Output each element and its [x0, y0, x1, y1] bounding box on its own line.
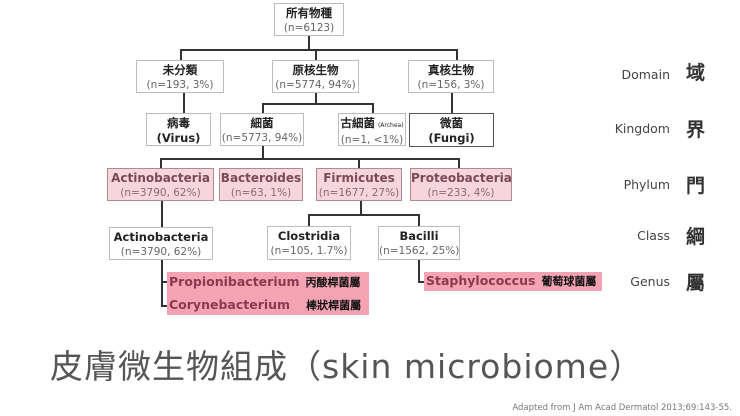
- node-prokaryote: 原核生物 (n=5774, 94%): [272, 60, 359, 93]
- connector-kingdom-archea: [372, 103, 374, 113]
- node-count: (n=63, 1%): [230, 187, 292, 199]
- rank-class-zh: 綱: [686, 226, 706, 248]
- rank-genus-zh: 屬: [686, 272, 706, 294]
- connector-domain-1: [180, 49, 182, 60]
- node-title: Actinobacteria: [113, 230, 209, 244]
- node-bacteria: 細菌 (n=5773, 94%): [220, 113, 304, 146]
- connector-phylum-1: [160, 158, 162, 168]
- connector-genus-coryne: [161, 305, 168, 307]
- node-title: 原核生物: [292, 63, 339, 77]
- connector-class-clostridia: [308, 214, 310, 226]
- node-class-bacilli: Bacilli (n=1562, 25%): [378, 226, 460, 260]
- connector-domain-2: [315, 49, 317, 60]
- genus-group-bacilli: Staphylococcus 葡萄球菌屬: [424, 272, 602, 291]
- node-title: Clostridia: [277, 229, 341, 243]
- node-unclassified: 未分類 (n=193, 3%): [136, 60, 224, 93]
- connector-prokaryote: [315, 93, 317, 104]
- node-title: Firmicutes: [323, 171, 395, 185]
- citation: Adapted from J Am Acad Dermatol 2013;69:…: [512, 403, 732, 413]
- node-note: (Archea): [377, 122, 404, 129]
- node-count: (n=3790, 62%): [120, 187, 201, 199]
- connector-firmicutes-down: [360, 201, 362, 215]
- genus-staphylococcus: Staphylococcus 葡萄球菌屬: [426, 273, 596, 289]
- connector-genus-staph: [418, 281, 425, 283]
- node-title: 病毒: [167, 116, 190, 130]
- node-phylum-actinobacteria: Actinobacteria (n=3790, 62%): [107, 168, 214, 201]
- node-eukaryote: 真核生物 (n=156, 3%): [408, 60, 494, 93]
- genus-name: Corynebacterium: [169, 297, 291, 312]
- node-class-actinobacteria: Actinobacteria (n=3790, 62%): [109, 227, 213, 260]
- genus-name: Propionibacterium: [169, 274, 300, 289]
- node-phylum-proteobacteria: Proteobacteria (n=233, 4%): [410, 168, 512, 201]
- node-title: Proteobacteria: [411, 171, 512, 185]
- connector-domain-3: [456, 49, 458, 60]
- node-count: (n=156, 3%): [417, 79, 485, 91]
- genus-name-zh: 丙酸桿菌屬: [305, 276, 361, 289]
- connector-actino-class: [161, 201, 163, 228]
- connector-phylum-4: [458, 158, 460, 168]
- node-title: Bacilli: [399, 229, 439, 243]
- connector-class-bacilli: [418, 214, 420, 226]
- node-title: Bacteroides: [220, 171, 302, 185]
- rank-phylum-zh: 門: [686, 175, 706, 197]
- node-count: (n=5774, 94%): [275, 79, 356, 91]
- node-phylum-bacteroides: Bacteroides (n=63, 1%): [219, 168, 303, 201]
- node-virus: 病毒 (Virus): [146, 113, 211, 146]
- node-title: 細菌: [250, 116, 274, 130]
- node-count: (n=193, 3%): [146, 79, 214, 91]
- slide-title: 皮膚微生物組成（skin microbiome）: [50, 347, 644, 386]
- rank-phylum: Phylum: [623, 177, 670, 192]
- node-count: (n=3790, 62%): [120, 246, 202, 258]
- connector-bacteria-down: [262, 146, 264, 159]
- genus-name-zh: 葡萄球菌屬: [541, 275, 597, 288]
- connector-kingdom-bacteria: [262, 103, 264, 113]
- node-fungi: 微菌 (Fungi): [409, 113, 494, 147]
- node-all-species: 所有物種 (n=6123): [274, 3, 344, 36]
- connector-root: [308, 36, 310, 50]
- rank-kingdom: Kingdom: [614, 121, 670, 136]
- connector-kingdom-bar: [262, 103, 374, 105]
- node-count: (n=1562, 25%): [379, 245, 460, 257]
- genus-propionibacterium: Propionibacterium 丙酸桿菌屬: [169, 274, 361, 290]
- connector-bacilli-genus: [418, 260, 420, 282]
- genus-name: Staphylococcus: [426, 273, 536, 288]
- node-title: 所有物種: [286, 6, 332, 20]
- rank-domain-zh: 域: [686, 62, 706, 84]
- node-title: 古細菌: [340, 116, 375, 130]
- genus-group-actinobacteria: Propionibacterium 丙酸桿菌屬 Corynebacterium 棒狀…: [167, 272, 369, 315]
- node-subtitle: (Fungi): [428, 131, 475, 145]
- node-count: (n=1, <1%): [340, 134, 404, 146]
- node-title: 真核生物: [428, 63, 474, 77]
- genus-name-zh: 棒狀桿菌屬: [306, 299, 362, 312]
- node-archea: 古細菌(Archea) (n=1, <1%): [338, 113, 406, 146]
- node-title: 未分類: [162, 63, 198, 77]
- rank-kingdom-zh: 界: [686, 119, 706, 141]
- node-count: (n=1677, 27%): [318, 187, 400, 199]
- connector-class-bar: [308, 214, 420, 216]
- node-subtitle: (Virus): [156, 131, 201, 145]
- genus-corynebacterium: Corynebacterium 棒狀桿菌屬: [169, 297, 361, 313]
- connector-genus-propioni: [161, 281, 168, 283]
- connector-eukaryote-fungi: [451, 93, 453, 113]
- node-title: 微菌: [440, 116, 463, 130]
- connector-phylum-bar: [160, 158, 460, 160]
- connector-domain-bar: [180, 49, 458, 51]
- connector-actino-genus: [161, 260, 163, 306]
- connector-unclassified-virus: [183, 93, 185, 113]
- node-count: (n=6123): [283, 22, 335, 34]
- node-count: (n=105, 1.7%): [270, 245, 348, 257]
- node-phylum-firmicutes: Firmicutes (n=1677, 27%): [316, 168, 402, 201]
- node-count: (n=233, 4%): [427, 187, 495, 199]
- node-title: Actinobacteria: [111, 171, 210, 185]
- node-class-clostridia: Clostridia (n=105, 1.7%): [267, 226, 351, 260]
- node-count: (n=5773, 94%): [221, 132, 303, 144]
- rank-class: Class: [637, 228, 670, 243]
- rank-genus: Genus: [630, 274, 670, 289]
- rank-domain: Domain: [621, 67, 670, 82]
- connector-phylum-3: [358, 158, 360, 168]
